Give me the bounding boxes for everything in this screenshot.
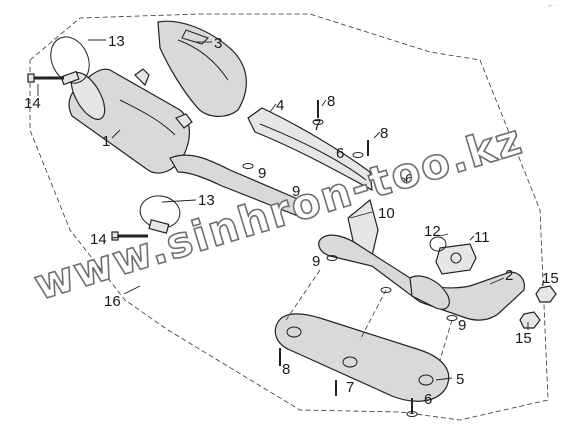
nut-upper [535, 285, 557, 303]
clamp-upper [50, 36, 90, 86]
callout-6-low: 6 [424, 391, 432, 408]
callout-10: 10 [378, 205, 395, 222]
callout-14-upper: 14 [24, 95, 41, 112]
callout-9-lower-right: 9 [458, 317, 466, 334]
leader-lines [37, 39, 545, 381]
callout-6-top: 6 [336, 145, 344, 162]
callout-16: 16 [104, 293, 121, 310]
callout-2: 2 [505, 267, 513, 284]
callout-9-left: 9 [258, 165, 266, 182]
callout-15-lower: 15 [515, 330, 532, 347]
callout-5: 5 [456, 371, 464, 388]
callout-3: 3 [214, 35, 222, 52]
callout-8-low: 8 [282, 361, 290, 378]
callout-7-top: 7 [313, 117, 321, 134]
callout-15-upper: 15 [542, 270, 559, 287]
callout-labels: 13 3 14 1 4 8 7 8 6 9 6 9 13 10 14 12 11… [24, 33, 559, 408]
callout-8-top: 8 [327, 93, 335, 110]
callout-9-lower-left: 9 [312, 253, 320, 270]
bolt-lower [111, 231, 148, 241]
nut-lower [519, 311, 541, 329]
callout-11: 11 [474, 229, 490, 246]
callout-14-lower: 14 [90, 231, 107, 248]
callout-1: 1 [102, 133, 110, 150]
callout-7-low: 7 [346, 379, 354, 396]
gasket [429, 236, 447, 252]
fasteners [242, 100, 458, 417]
muffler [68, 68, 301, 217]
mounting-bracket-4 [247, 107, 373, 192]
callout-8-mid: 8 [380, 125, 388, 142]
callout-12: 12 [424, 223, 441, 240]
callout-9-mid: 9 [292, 183, 300, 200]
corner-mark: ⌐ · [548, 3, 557, 10]
muffler-heat-shield [157, 20, 247, 117]
callout-13-upper: 13 [108, 33, 125, 50]
callout-13-lower: 13 [198, 192, 215, 209]
assembly-boundary [29, 13, 549, 421]
head-pipe [318, 234, 525, 321]
callout-4: 4 [276, 97, 284, 114]
alignment-lines [285, 269, 453, 361]
bolt-upper [27, 73, 64, 83]
head-pipe-heat-shield [274, 313, 450, 402]
callout-6-mid: 6 [405, 171, 413, 188]
clamp-lower [139, 195, 181, 234]
